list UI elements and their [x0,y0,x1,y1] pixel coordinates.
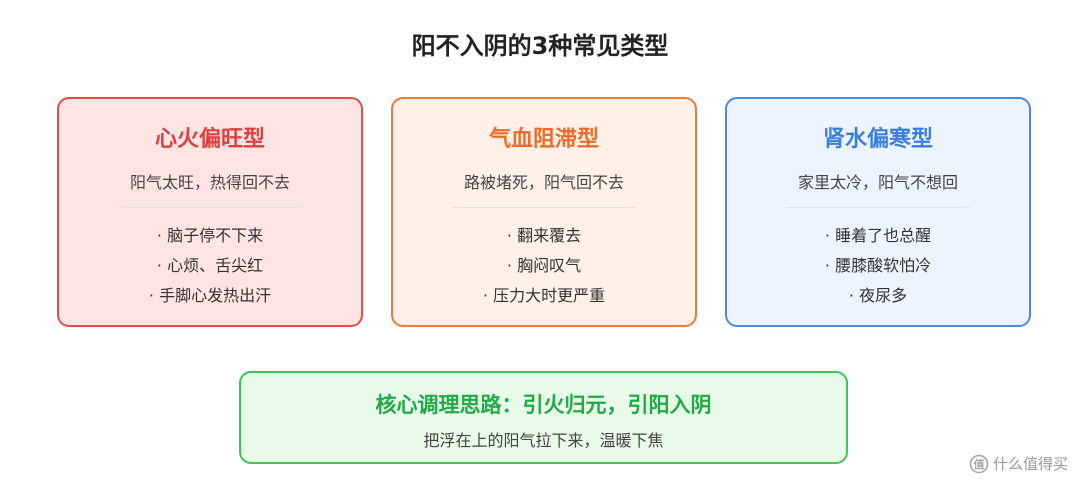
list-item: · 胸闷叹气 [506,256,582,275]
card-heart-fire: 心火偏旺型 阳气太旺，热得回不去 · 脑子停不下来 · 心烦、舌尖红 · 手脚心… [57,97,363,327]
card-kidney-cold: 肾水偏寒型 家里太冷，阳气不想回 · 睡着了也总醒 · 腰膝酸软怕冷 · 夜尿多 [725,97,1031,327]
card-subtitle: 家里太冷，阳气不想回 [797,173,958,192]
core-approach-box: 核心调理思路：引火归元，引阳入阴 把浮在上的阳气拉下来，温暖下焦 [239,371,848,464]
list-item: · 脑子停不下来 [156,226,264,245]
smzdm-logo-icon: 值 [969,454,989,473]
list-item: · 夜尿多 [848,286,908,305]
watermark: 值 什么值得买 [969,453,1068,474]
card-qi-blood-stagnation: 气血阻滞型 路被堵死，阳气回不去 · 翻来覆去 · 胸闷叹气 · 压力大时更严重 [391,97,697,327]
list-item: · 压力大时更严重 [482,286,606,305]
card-subtitle: 路被堵死，阳气回不去 [463,173,624,192]
card-divider [786,207,970,208]
card-title: 心火偏旺型 [154,127,265,152]
list-item: · 睡着了也总醒 [824,226,932,245]
page-title: 阳不入阴的3种常见类型 [411,32,669,60]
card-title: 肾水偏寒型 [822,127,933,152]
watermark-text: 什么值得买 [992,455,1068,473]
card-subtitle: 阳气太旺，热得回不去 [129,173,290,192]
svg-text:值: 值 [973,457,984,471]
list-item: · 手脚心发热出汗 [148,286,272,305]
card-divider [452,207,636,208]
core-title: 核心调理思路：引火归元，引阳入阴 [375,393,712,417]
list-item: · 腰膝酸软怕冷 [824,256,932,275]
card-list: · 翻来覆去 · 胸闷叹气 · 压力大时更严重 [483,221,605,311]
card-list: · 睡着了也总醒 · 腰膝酸软怕冷 · 夜尿多 [825,221,931,311]
card-title: 气血阻滞型 [488,127,599,152]
list-item: · 翻来覆去 [506,226,582,245]
list-item: · 心烦、舌尖红 [156,256,264,275]
card-divider [118,207,302,208]
card-list: · 脑子停不下来 · 心烦、舌尖红 · 手脚心发热出汗 [149,221,271,311]
core-subtitle: 把浮在上的阳气拉下来，温暖下焦 [423,431,664,450]
